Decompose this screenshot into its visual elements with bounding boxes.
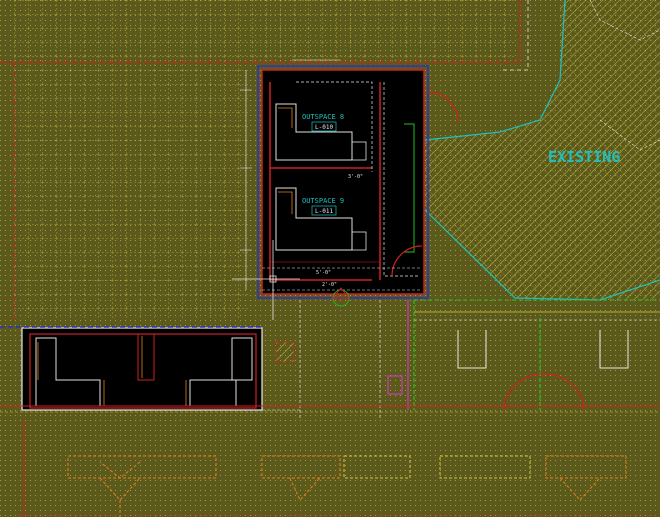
office-9-number: L-011	[315, 208, 333, 215]
service-lines	[0, 299, 660, 420]
arc-feature	[503, 373, 585, 411]
office-9-name: OUTSPACE 9	[302, 197, 344, 205]
landscape-planters	[67, 455, 627, 517]
hatched-pad	[275, 341, 295, 363]
office-suite-south[interactable]	[21, 327, 300, 411]
dimension-label: 3'-0"	[348, 174, 363, 180]
parking-stalls	[457, 330, 629, 369]
office-suite[interactable]: OUTSPACE 8 L-010 OUTSPACE 9 L-011 3'-0" …	[257, 65, 459, 299]
existing-building-region: EXISTING	[424, 0, 660, 301]
utility-box	[387, 375, 403, 395]
dimension-label: 5'-0"	[316, 270, 331, 276]
office-8-number: L-010	[315, 124, 333, 131]
dimension-label: 2'-0"	[322, 282, 337, 288]
crosshair-cursor-icon	[232, 240, 300, 320]
dimension-lines	[240, 70, 420, 291]
office-8-name: OUTSPACE 8	[302, 113, 344, 121]
existing-label: EXISTING	[548, 148, 620, 166]
symbol-marker	[331, 287, 351, 307]
ceiling-grid-north	[14, 0, 514, 320]
